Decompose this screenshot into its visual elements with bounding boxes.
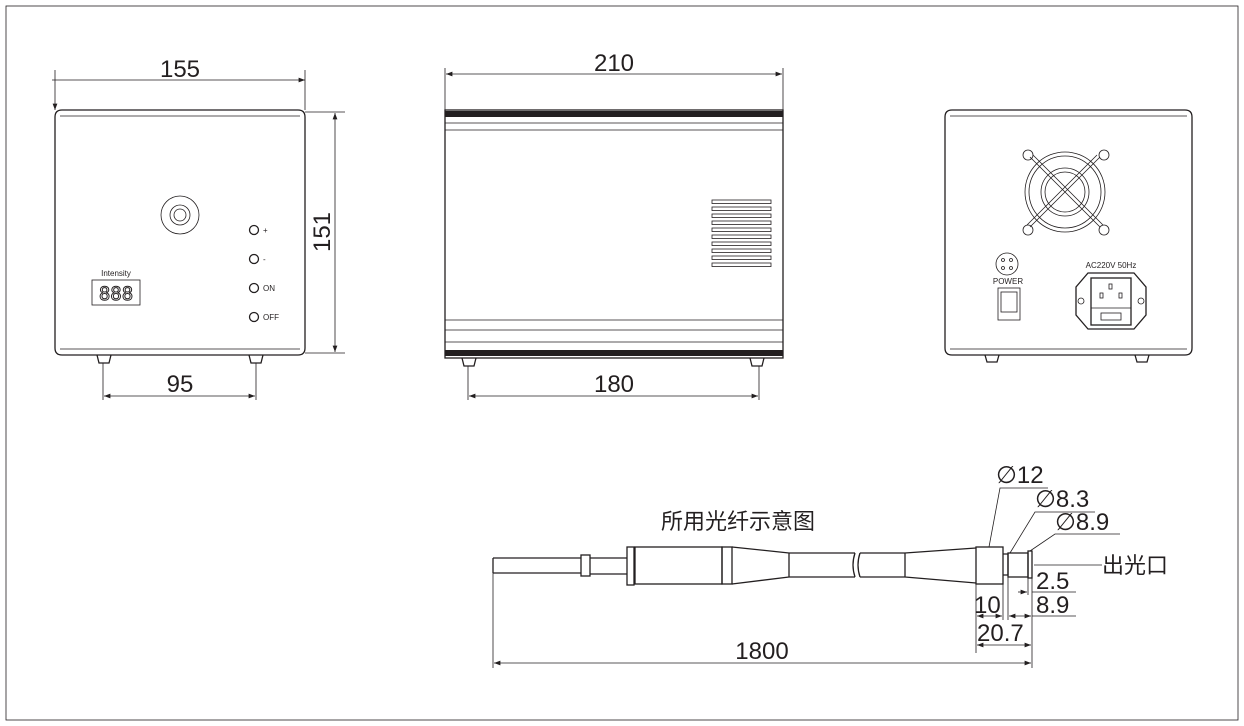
fiber-drawing: 所用光纤示意图 ∅12 ∅8.3 ∅8.9 出光口 2.5 8.9 10 2 xyxy=(492,462,1168,668)
ac-inlet-label: AC220V 50Hz xyxy=(1086,261,1137,270)
dim-10: 10 xyxy=(974,592,1001,619)
svg-text:OFF: OFF xyxy=(263,313,279,322)
output-port-label: 出光口 xyxy=(1102,553,1168,578)
vent-slot xyxy=(711,220,772,225)
vent-slot xyxy=(711,206,772,211)
rear-view: POWER AC220V 50Hz xyxy=(944,109,1193,363)
fiber-length-dimension: 1800 xyxy=(735,638,788,665)
front-height-dimension: 151 xyxy=(309,212,336,252)
side-length-dimension: 210 xyxy=(594,50,634,77)
button-minus[interactable]: - xyxy=(248,253,267,265)
dim-8-9: 8.9 xyxy=(1036,592,1069,619)
vent-slot xyxy=(711,213,772,218)
front-width-dimension: 155 xyxy=(160,56,200,83)
fiber-title: 所用光纤示意图 xyxy=(661,509,815,534)
intensity-label: Intensity xyxy=(101,269,131,278)
ac-inlet-icon xyxy=(1075,272,1147,330)
vent-slot xyxy=(711,248,772,253)
button-on[interactable]: ON xyxy=(248,282,276,294)
side-view: 210 180 xyxy=(444,50,784,400)
power-label: POWER xyxy=(993,277,1023,286)
dim-body-diameter: ∅12 xyxy=(996,462,1044,489)
dim-tip-diameter: ∅8.9 xyxy=(1055,509,1109,536)
svg-text:ON: ON xyxy=(263,284,275,293)
side-feet-dimension: 180 xyxy=(594,371,634,398)
dim-2-5: 2.5 xyxy=(1036,568,1069,595)
fan-grill-icon xyxy=(1022,149,1110,236)
power-connector-icon xyxy=(995,252,1019,276)
button-plus[interactable]: + xyxy=(248,224,269,236)
power-switch[interactable] xyxy=(997,287,1021,321)
vent-slots xyxy=(711,199,772,267)
vent-slot xyxy=(711,227,772,232)
front-feet-dimension: 95 xyxy=(167,371,194,398)
button-off[interactable]: OFF xyxy=(248,311,280,323)
intensity-display xyxy=(91,279,141,306)
dim-20-7: 20.7 xyxy=(977,620,1024,647)
fiber-port-icon xyxy=(160,195,200,235)
dim-neck-diameter: ∅8.3 xyxy=(1035,486,1089,513)
drawing-border xyxy=(5,5,1239,721)
vent-slot xyxy=(711,199,772,204)
vent-slot xyxy=(711,234,772,239)
vent-slot xyxy=(711,241,772,246)
display-digits: 888 xyxy=(99,283,133,305)
vent-slot xyxy=(711,255,772,260)
svg-text:+: + xyxy=(263,226,268,235)
front-view: 155 151 95 Intensity 888 + - ON OFF xyxy=(52,56,345,400)
vent-slot xyxy=(711,262,772,267)
svg-text:-: - xyxy=(263,255,266,264)
